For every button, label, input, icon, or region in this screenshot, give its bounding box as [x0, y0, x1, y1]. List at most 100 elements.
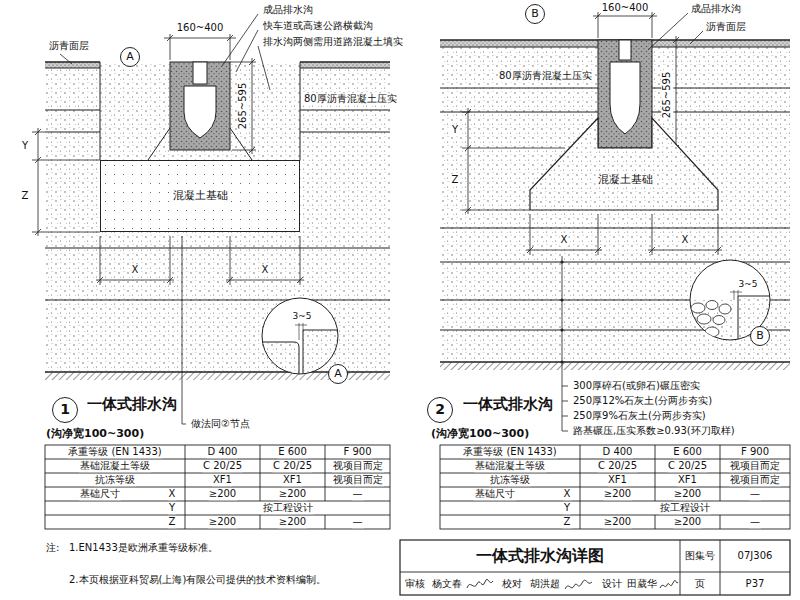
table-cell: — — [352, 488, 364, 500]
table-cell: E 600 — [672, 446, 703, 458]
section-marker: 1 — [52, 397, 78, 423]
table-cell: XF1 — [212, 474, 233, 486]
table-cell: 基础尺寸 — [474, 488, 516, 500]
table-cell: 按工程设计 — [262, 502, 314, 514]
drawing-label: 3~5 — [292, 311, 313, 321]
table-cell: Y — [168, 502, 176, 514]
section-marker: A — [328, 364, 348, 384]
table-cell: XF1 — [677, 474, 698, 486]
table-cell: — — [749, 488, 761, 500]
table-cell: E 600 — [277, 446, 308, 458]
title-block-text: 校对 — [501, 578, 523, 590]
foundation-block: 混凝土基础 — [530, 118, 718, 210]
note-text: 2.本页根据亚科贸易(上海)有限公司提供的技术资料编制。 — [68, 574, 327, 586]
drawing-label: 路基碾压,压实系数≥0.93(环刀取样) — [572, 425, 736, 437]
title-block-text: P37 — [745, 578, 766, 590]
title-block-text: 图集号 — [684, 550, 716, 562]
node-text: 混凝土基础 — [596, 174, 655, 186]
drawing-label: 一体式排水沟 — [462, 396, 554, 413]
table-cell: — — [749, 516, 761, 528]
title-block-text: 07J306 — [737, 550, 774, 562]
left-section — [32, 14, 390, 424]
drawing-label: 做法同②节点 — [190, 418, 251, 430]
table-cell: XF1 — [607, 474, 628, 486]
drawing-label: X — [560, 234, 569, 246]
node-text: B — [531, 8, 539, 20]
table-cell: D 400 — [602, 446, 634, 458]
table-cell: C 20/25 — [667, 460, 708, 472]
note-text: 1.EN1433是欧洲承重等级标准。 — [68, 542, 219, 554]
foundation-edge — [530, 118, 718, 210]
table-cell: 承重等级 (EN 1433) — [462, 446, 557, 458]
foundation-outline — [530, 118, 718, 210]
title-block-text: 设计 — [601, 578, 623, 590]
table-cell: ≥200 — [208, 488, 237, 500]
table-cell: X — [168, 488, 177, 500]
table-cell: Z — [168, 516, 177, 528]
section-marker: B — [750, 326, 770, 346]
table-cell: 按工程设计 — [659, 502, 711, 514]
title-block-text: 胡洪超 — [529, 578, 561, 590]
drawing-label: X — [131, 264, 140, 276]
drawing-label: X — [681, 234, 690, 246]
table-cell: 视项目而定 — [332, 474, 384, 486]
drawing-label: Z — [21, 190, 30, 202]
right-section — [440, 12, 790, 431]
table-cell: ≥200 — [208, 516, 237, 528]
title-block-text: 杨文春 — [431, 578, 463, 590]
drawing-label: 160~400 — [601, 2, 650, 14]
drawing-label: 快车道或高速公路横截沟 — [262, 20, 374, 32]
drawing-label: Y — [21, 140, 29, 152]
node-text: B — [756, 330, 764, 342]
title-block-text: 田葳华 — [626, 578, 658, 590]
foundation-fill — [530, 118, 718, 210]
table-cell: 视项目而定 — [729, 460, 781, 472]
table-cell: 抗冻等级 — [489, 474, 531, 486]
section-marker: A — [120, 47, 140, 67]
drawing-label: Y — [451, 124, 459, 136]
table-cell: 视项目而定 — [729, 474, 781, 486]
node-text: A — [334, 368, 342, 380]
table-cell: — — [352, 516, 364, 528]
drawing-label: 265~595 — [237, 82, 249, 131]
table-cell: C 20/25 — [597, 460, 638, 472]
drawing-label: 成品排水沟 — [690, 3, 742, 15]
table-cell: 基础混凝土等级 — [79, 460, 151, 472]
node-text: 混凝土基础 — [171, 190, 230, 202]
title-block-text: 审核 — [404, 578, 426, 590]
table-cell: Y — [563, 502, 571, 514]
drawing-label: (沟净宽100~300) — [430, 428, 530, 441]
drawing-label: 沥青面层 — [48, 40, 90, 52]
table-cell: ≥200 — [278, 488, 307, 500]
drawing-label: 160~400 — [176, 22, 225, 34]
table-cell: XF1 — [282, 474, 303, 486]
section-marker: 2 — [427, 397, 453, 423]
drawing-label: 80厚沥青混凝土压实 — [303, 93, 398, 105]
table-cell: F 900 — [342, 446, 372, 458]
table-cell: ≥200 — [603, 516, 632, 528]
drawing-label: 265~595 — [661, 71, 673, 120]
title-block — [400, 540, 790, 595]
drawing-label: 250厚12%石灰土(分两步夯实) — [572, 395, 713, 407]
drawing-label: Z — [451, 174, 460, 186]
table-cell: 抗冻等级 — [94, 474, 136, 486]
drawing-label: 300厚碎石(或卵石)碾压密实 — [572, 380, 701, 392]
title-block-text: 页 — [694, 578, 706, 590]
table-cell: C 20/25 — [272, 460, 313, 472]
spec-tables — [45, 445, 790, 529]
table-cell: Z — [563, 516, 572, 528]
table-cell: F 900 — [740, 446, 770, 458]
drawing-label: 250厚9%石灰土(分两步夯实) — [572, 410, 707, 422]
table-cell: ≥200 — [673, 488, 702, 500]
drawing-label: 3~5 — [738, 279, 759, 289]
drawing-label: 成品排水沟 — [262, 4, 314, 16]
table-cell: ≥200 — [278, 516, 307, 528]
node-text: A — [126, 51, 134, 63]
table-cell: ≥200 — [603, 488, 632, 500]
drawing-title: 一体式排水沟详图 — [475, 547, 605, 565]
drawing-label: 一体式排水沟 — [86, 396, 178, 413]
foundation-block: 混凝土基础 — [100, 160, 300, 232]
note-text: 注: — [45, 542, 60, 554]
table-cell: 基础尺寸 — [79, 488, 121, 500]
table-cell: ≥200 — [673, 516, 702, 528]
